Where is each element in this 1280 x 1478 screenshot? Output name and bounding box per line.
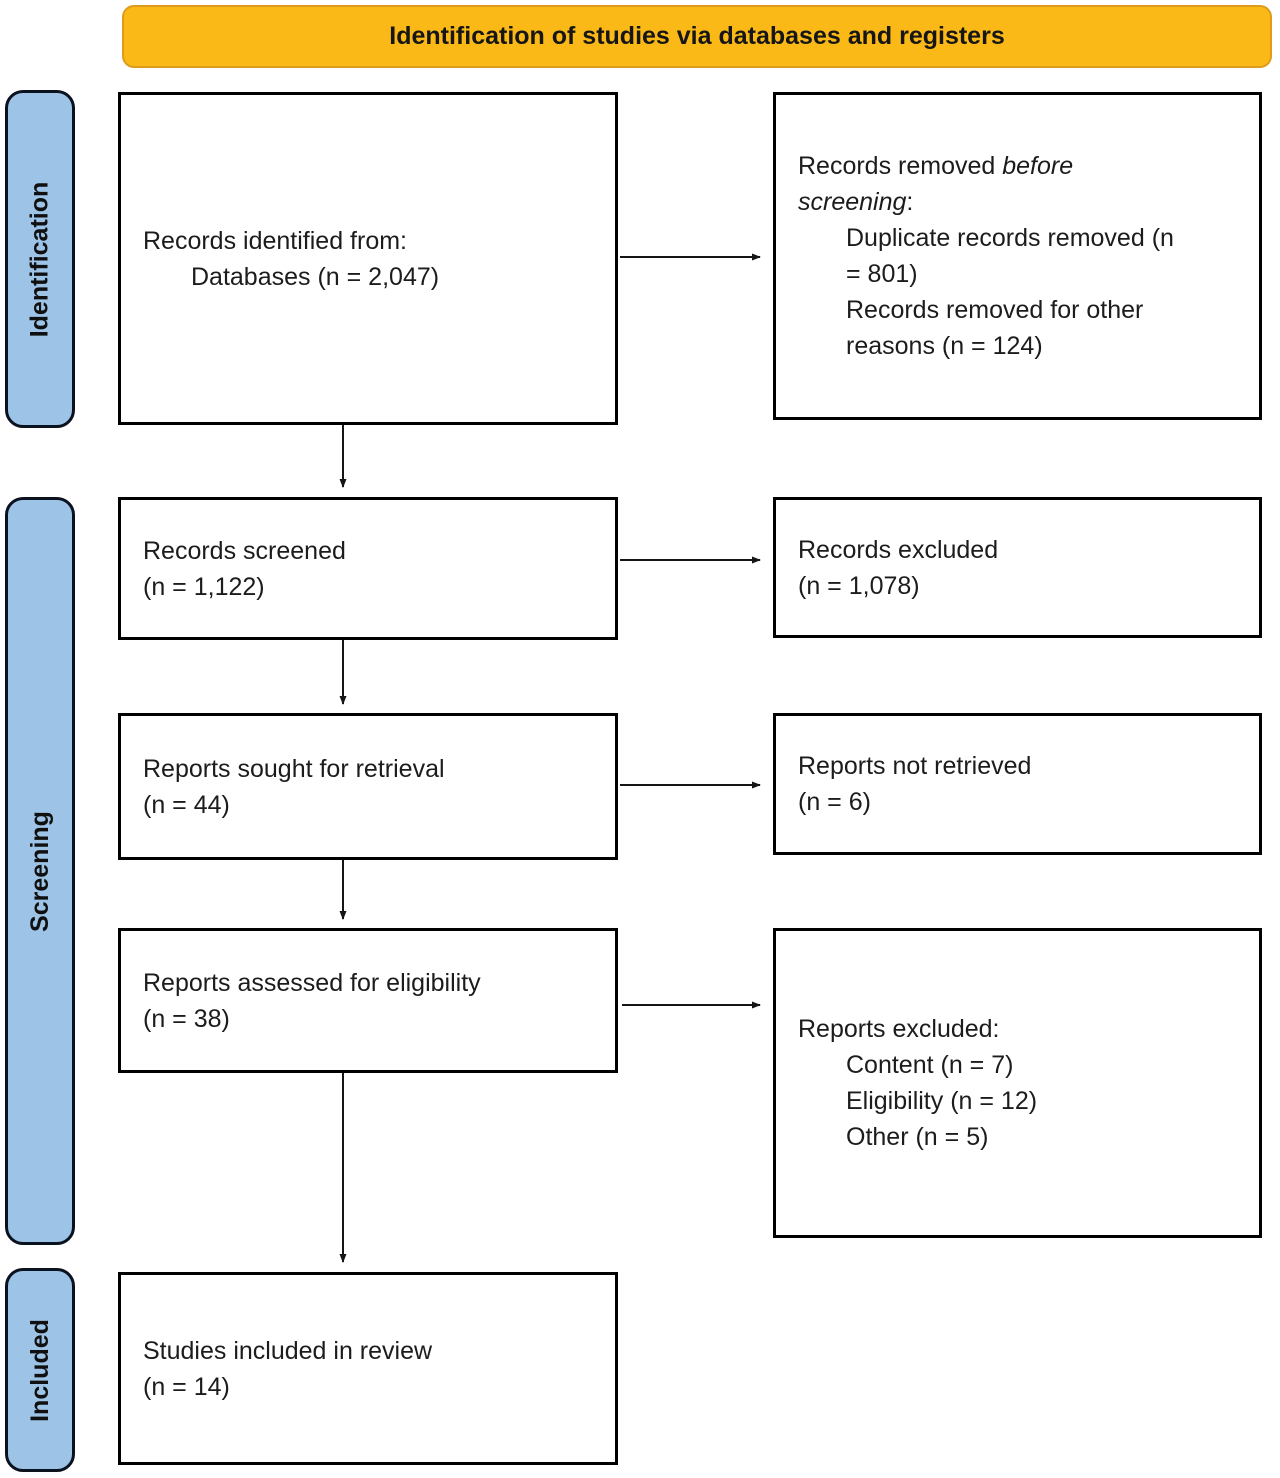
records-removed-lead-italic2: screening [798,188,907,216]
records-removed-item1: Duplicate records removed (n = 801) [846,224,1174,288]
box-studies-included: Studies included in review (n = 14) [118,1272,618,1465]
box-records-excluded: Records excluded (n = 1,078) [773,497,1262,638]
stage-label-screening: Screening [5,497,75,1245]
box-reports-sought: Reports sought for retrieval (n = 44) [118,713,618,860]
stage-label-screening-text: Screening [25,810,54,932]
records-removed-lead-suffix: : [906,188,914,216]
stage-label-identification: Identification [5,90,75,428]
box-reports-excluded: Reports excluded: Content (n = 7) Eligib… [773,928,1262,1238]
records-identified-line1: Records identified from: [143,226,408,255]
reports-sought-text: Reports sought for retrieval (n = 44) [143,754,445,819]
reports-excluded-lead: Reports excluded: [798,1015,1000,1043]
reports-excluded-item2: Eligibility (n = 12) [846,1087,1038,1115]
box-records-removed-content: Records removed before screening: Duplica… [776,140,1192,372]
stage-label-identification-text: Identification [25,181,54,337]
banner-title: Identification of studies via databases … [389,22,1005,50]
stage-label-included: Included [5,1268,75,1472]
box-reports-not-retrieved: Reports not retrieved (n = 6) [773,713,1262,855]
box-records-screened: Records screened (n = 1,122) [118,497,618,640]
records-removed-lead: Records removed before screening: [798,148,1174,220]
records-removed-item2: Records removed for other reasons (n = 1… [846,296,1144,360]
box-records-identified-content: Records identified from: Databases (n = … [121,215,457,303]
reports-excluded-item3: Other (n = 5) [846,1123,989,1151]
banner: Identification of studies via databases … [122,5,1272,68]
reports-not-retrieved-text: Reports not retrieved (n = 6) [798,752,1032,816]
reports-excluded-item1: Content (n = 7) [846,1051,1014,1079]
records-screened-text: Records screened (n = 1,122) [143,536,346,601]
box-reports-excluded-content: Reports excluded: Content (n = 7) Eligib… [776,1003,1055,1163]
records-identified-line2: Databases (n = 2,047) [191,262,440,291]
records-removed-lead-text: Records removed [798,152,1003,180]
studies-included-text: Studies included in review (n = 14) [143,1336,433,1401]
reports-assessed-text: Reports assessed for eligibility (n = 38… [143,968,481,1033]
records-removed-lead-italic1: before [1002,152,1074,180]
box-reports-assessed: Reports assessed for eligibility (n = 38… [118,928,618,1073]
box-records-identified: Records identified from: Databases (n = … [118,92,618,425]
box-records-removed: Records removed before screening: Duplica… [773,92,1262,420]
stage-label-included-text: Included [25,1318,54,1422]
records-excluded-text: Records excluded (n = 1,078) [798,535,999,600]
